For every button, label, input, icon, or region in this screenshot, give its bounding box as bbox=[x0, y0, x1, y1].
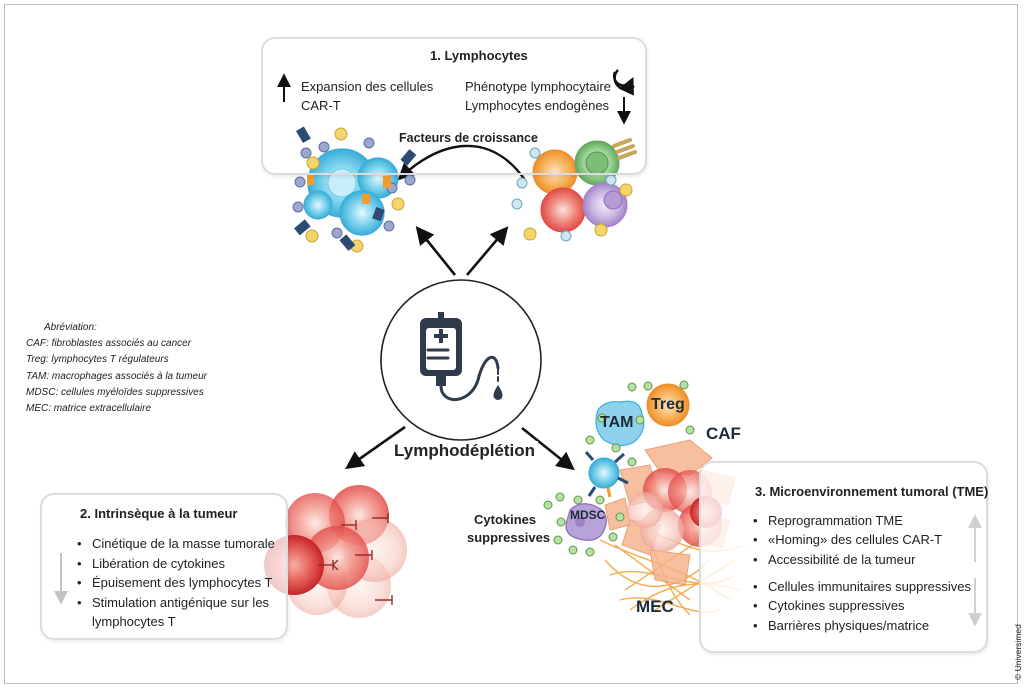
section2-title: 2. Intrinsèque à la tumeur bbox=[80, 506, 238, 521]
bullet: • bbox=[77, 595, 82, 610]
list-item: Cellules immunitaires suppressives bbox=[768, 579, 972, 594]
flow-arrows bbox=[345, 226, 575, 471]
bullet: • bbox=[753, 598, 758, 613]
mec-label: MEC bbox=[636, 597, 674, 616]
suppressive-cytokine-dots bbox=[543, 380, 695, 557]
bullet: • bbox=[77, 536, 82, 551]
tam-label: TAM bbox=[600, 414, 634, 431]
list-item: Accessibilité de la tumeur bbox=[768, 552, 916, 567]
mdsc-cell bbox=[565, 503, 607, 541]
section2-tumor-box bbox=[40, 493, 288, 640]
list-item: lymphocytes T bbox=[92, 614, 176, 629]
credit-label: © Universimed bbox=[1013, 624, 1023, 680]
abbreviation-line: CAF: fibroblastes associés au cancer bbox=[26, 338, 192, 350]
abbreviation-line: MEC: matrice extracellulaire bbox=[26, 403, 152, 415]
section3-title: 3. Microenvironnement tumoral (TME) bbox=[755, 484, 989, 499]
abbreviation-line: Treg: lymphocytes T régulateurs bbox=[26, 354, 169, 366]
section1-left-line1: Expansion des cellules bbox=[301, 79, 434, 94]
bullet: • bbox=[753, 513, 758, 528]
car-t-cluster bbox=[292, 126, 417, 253]
list-item: «Homing» des cellules CAR-T bbox=[768, 532, 943, 547]
section1-right-line1: Phénotype lymphocytaire bbox=[465, 79, 611, 94]
list-item: Barrières physiques/matrice bbox=[768, 618, 930, 633]
bullet: • bbox=[753, 618, 758, 633]
growth-factor-label: Facteurs de croissance bbox=[399, 131, 538, 145]
list-item: Libération de cytokines bbox=[92, 556, 225, 571]
treg-label: Treg bbox=[651, 396, 685, 413]
list-item: Stimulation antigénique sur les bbox=[92, 595, 270, 610]
abbreviation-legend: Abréviation: CAF: fibroblastes associés … bbox=[26, 320, 207, 417]
mdsc-label: MDSC bbox=[570, 508, 606, 522]
list-item: Cinétique de la masse tumorale bbox=[92, 536, 275, 551]
iv-bag-icon bbox=[420, 312, 503, 402]
caf-label: CAF bbox=[706, 424, 741, 443]
lymphodepletion-label: Lymphodéplétion bbox=[391, 441, 539, 461]
abbreviation-line: MDSC: cellules myéloïdes suppressives bbox=[26, 386, 204, 398]
bullet: • bbox=[753, 532, 758, 547]
bullet: • bbox=[753, 579, 758, 594]
section1-lymphocytes-box bbox=[261, 37, 647, 175]
section1-left-line2: CAR-T bbox=[301, 98, 341, 113]
cytokines-label-line1: Cytokines bbox=[474, 512, 537, 527]
list-item: Cytokines suppressives bbox=[768, 598, 905, 613]
phenotype-cycle-icon bbox=[612, 69, 635, 96]
section1-arrows bbox=[277, 73, 631, 125]
figure-frame bbox=[4, 4, 1018, 684]
car-t-cell-tme bbox=[584, 451, 629, 498]
cytokines-label-line2: suppressives bbox=[467, 530, 551, 545]
section1-title: 1. Lymphocytes bbox=[430, 48, 528, 63]
tam-cell bbox=[595, 400, 645, 447]
section3-tme-box bbox=[699, 461, 988, 653]
tumor-cell-cluster bbox=[264, 485, 407, 618]
abbreviation-line: TAM: macrophages associés à la tumeur bbox=[26, 370, 208, 382]
abbreviation-heading: Abréviation: bbox=[44, 322, 97, 333]
treg-cell bbox=[646, 383, 690, 427]
bullet: • bbox=[77, 575, 82, 590]
list-item: Reprogrammation TME bbox=[768, 513, 903, 528]
bullet: • bbox=[753, 552, 758, 567]
section1-right-line2: Lymphocytes endogènes bbox=[465, 98, 610, 113]
list-item: Épuisement des lymphocytes T bbox=[92, 575, 273, 590]
bullet: • bbox=[77, 556, 82, 571]
growth-factor-arrow bbox=[397, 144, 526, 181]
